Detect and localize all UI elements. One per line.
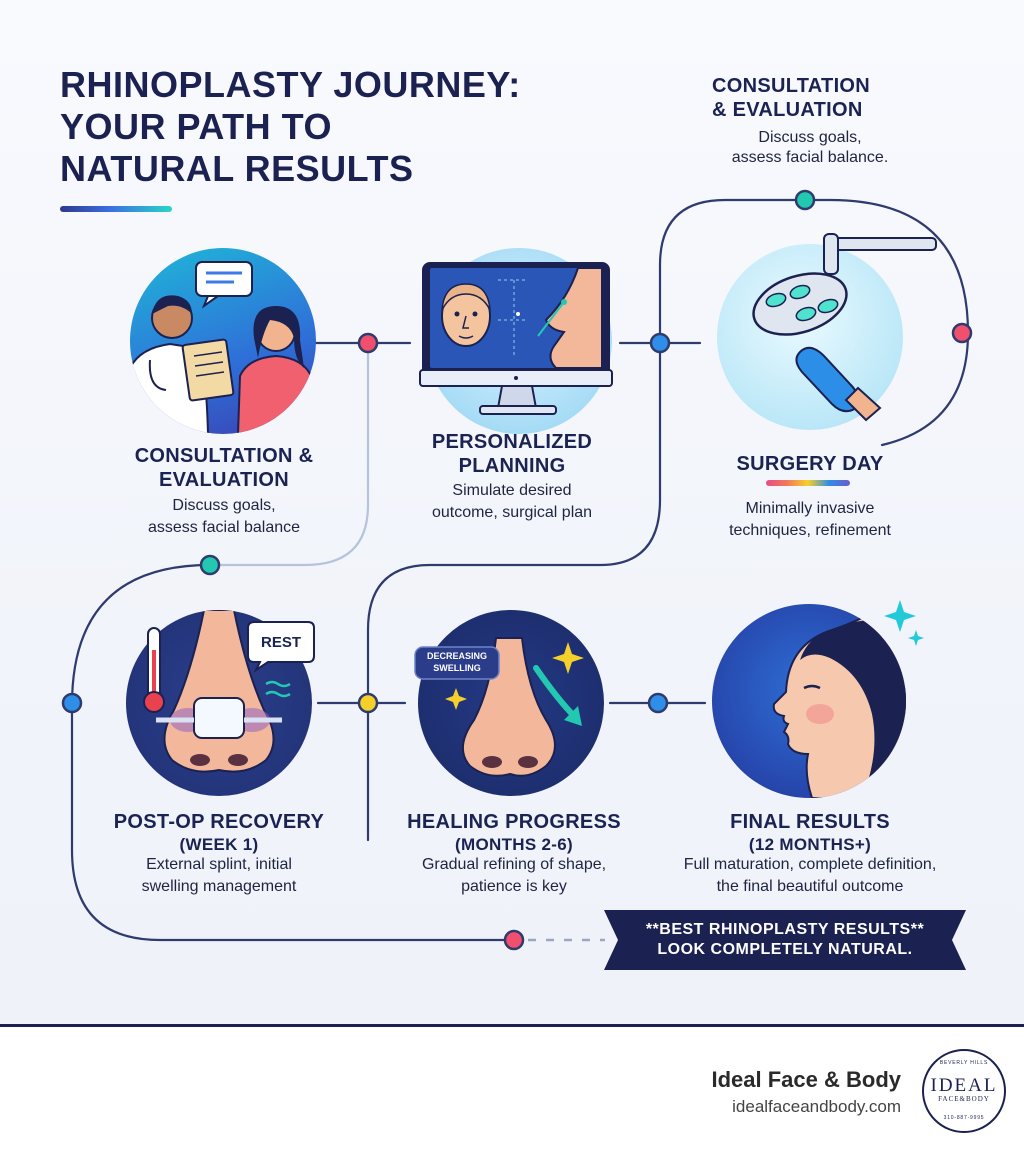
step-2-title: PERSONALIZED PLANNING [431,431,593,477]
step-5-title: HEALING PROGRESS (Months 2-6) [407,811,621,854]
title-underline [60,206,172,212]
decreasing-swelling-label: DECREASING SWELLING [426,651,487,673]
ribbon-shape-icon [604,910,966,970]
node-left [61,692,83,714]
step-1-illustration [130,248,316,434]
brand-name: Ideal Face & Body [711,1067,901,1092]
sparkle-icon [884,600,924,646]
woman-profile-icon [772,604,906,798]
node-right [951,322,973,344]
decreasing-swelling-tag-icon [414,646,500,680]
surgery-color-bar [766,480,850,486]
node-2-3 [649,332,671,354]
brand-logo: BEVERLY HILLS IDEAL FACE&BODY 310-887-99… [922,1049,1006,1133]
journey-path [61,189,973,951]
highlight-ribbon: **BEST RHINOPLASTY RESULTS** LOOK COMPLE… [604,910,966,970]
thermometer-icon [143,627,165,713]
healing-nose-icon [445,637,584,777]
step-2-description: Simulate desired outcome, surgical plan [431,482,593,521]
node-5-6 [647,692,669,714]
step-1-title: CONSULTATION & EVALUATION [134,445,314,491]
node-mid [199,554,221,576]
page-title: RHINOPLASTY JOURNEY: YOUR PATH TO NATURA… [60,64,521,189]
logo-top-text: BEVERLY HILLS [939,1060,989,1066]
surgical-light-icon [752,233,937,422]
footer: Ideal Face & Body idealfaceandbody.com B… [0,1024,1024,1154]
node-4-5 [357,692,379,714]
step-4-title: POST-OP RECOVERY (Week 1) [113,811,325,854]
path-segment-top [366,198,807,842]
rest-label: REST [260,634,301,651]
path-segment-light [210,343,370,567]
step-6-illustration [712,604,906,798]
logo-bottom-text: 310-887-9995 [943,1115,985,1121]
step-4-description: External splint, initial swelling manage… [141,856,297,895]
step-1-description: Discuss goals, assess facial balance [147,497,301,536]
monitor-simulation-icon [419,262,613,415]
step-3-title: SURGERY DAY [736,453,884,475]
node-top [794,189,816,211]
step-3-description: Minimally invasive techniques, refinemen… [729,500,891,539]
splinted-nose-icon [156,610,291,773]
node-bottom [503,929,525,951]
ribbon-text: **BEST RHINOPLASTY RESULTS** LOOK COMPLE… [645,921,925,958]
rest-speech-bubble-icon [247,621,315,672]
path-segment-right [803,198,970,447]
step-5-illustration [418,610,604,796]
top-callout-title: CONSULTATION & EVALUATION [712,75,871,121]
logo-sub-text: FACE&BODY [938,1095,990,1103]
step-5-description: Gradual refining of shape, patience is k… [421,856,607,895]
step-6-description: Full maturation, complete definition, th… [683,856,937,895]
node-1-2 [357,332,379,354]
step-6-title: FINAL RESULTS (12 Months+) [730,811,890,854]
brand-url[interactable]: idealfaceandbody.com [732,1097,901,1116]
logo-main-text: IDEAL [930,1075,998,1096]
top-callout-description: Discuss goals, assess facial balance. [731,129,889,166]
consultation-scene-icon [130,261,316,434]
